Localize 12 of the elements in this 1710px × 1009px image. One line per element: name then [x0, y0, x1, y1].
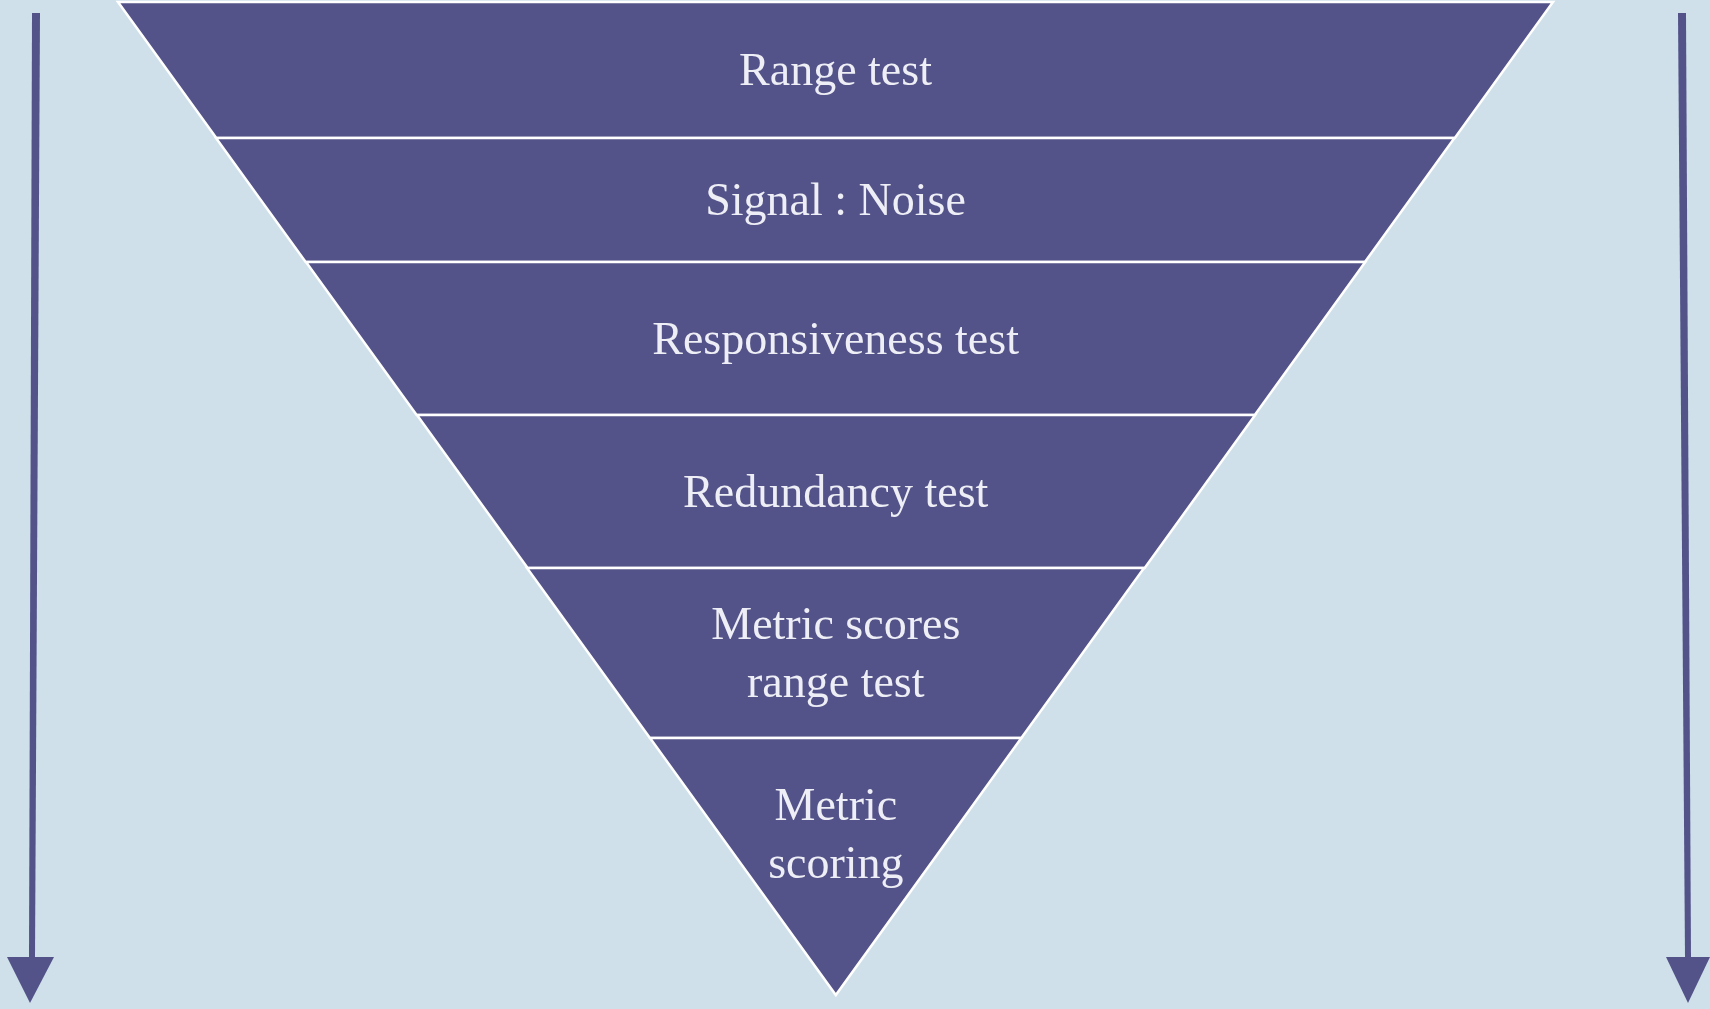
band-label: Responsiveness test — [652, 311, 1019, 366]
band-label: Metric scores range test — [710, 597, 962, 709]
funnel-band — [118, 2, 1553, 138]
funnel-band — [650, 738, 1022, 995]
band-label: Redundancy test — [683, 464, 989, 519]
funnel-band — [216, 138, 1455, 262]
funnel-band — [527, 568, 1145, 738]
band-label: Metric scoring — [767, 778, 905, 890]
funnel-band — [306, 262, 1366, 415]
funnel-band — [416, 415, 1255, 568]
band-label: Signal : Noise — [705, 173, 966, 227]
band-label: Range test — [739, 43, 932, 97]
